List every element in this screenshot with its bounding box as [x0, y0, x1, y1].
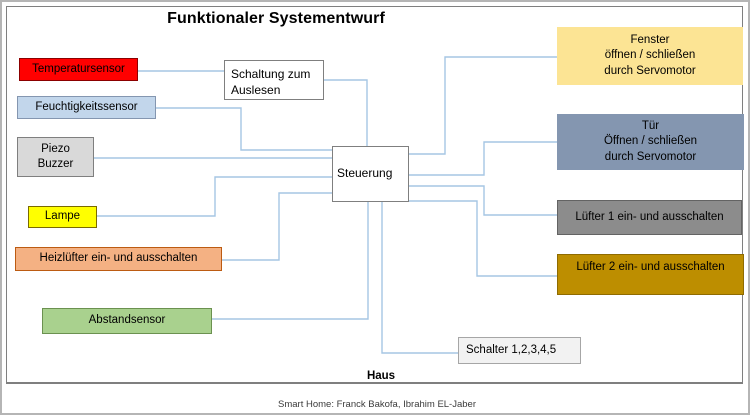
connector-steuerung-tuer [409, 141, 557, 176]
node-abstandsensor-label: Abstandsensor [88, 314, 166, 327]
node-tuer-line1: Tür [641, 119, 660, 132]
node-heizluefter-label: Heizlüfter ein- und ausschalten [39, 252, 198, 265]
node-feuchtigkeitssensor: Feuchtigkeitssensor [17, 96, 156, 119]
node-steuerung-label: Steuerung [337, 166, 393, 181]
node-schalter: Schalter 1,2,3,4,5 [458, 337, 581, 364]
haus-frame [6, 6, 743, 384]
haus-label: Haus [366, 370, 396, 382]
node-abstandsensor: Abstandsensor [42, 308, 212, 334]
node-schaltung-zum-auslesen: Schaltung zum Auslesen [224, 60, 324, 100]
node-fenster-line3: durch Servomotor [604, 64, 696, 77]
node-piezo-buzzer-line1: Piezo [41, 142, 70, 155]
connector-schaltung-steuerung [324, 79, 368, 146]
node-luefter1: Lüfter 1 ein- und ausschalten [557, 200, 742, 235]
node-tuer-line3: durch Servomotor [604, 150, 697, 163]
node-lampe: Lampe [28, 206, 97, 228]
node-schaltung-line2: Auslesen [231, 82, 281, 97]
node-tuer-line2: Öffnen / schließen [603, 135, 698, 148]
connector-steuerung-luefter2 [409, 200, 557, 277]
node-schalter-label: Schalter 1,2,3,4,5 [466, 343, 557, 356]
node-lampe-label: Lampe [44, 210, 81, 223]
node-temperatursensor: Temperatursensor [19, 58, 138, 81]
node-luefter1-label: Lüfter 1 ein- und ausschalten [575, 210, 724, 223]
node-steuerung: Steuerung [332, 146, 409, 202]
node-fenster: Fenster öffnen / schließen durch Servomo… [557, 27, 743, 85]
node-schaltung-line1: Schaltung zum [231, 66, 311, 81]
connector-steuerung-luefter1 [409, 185, 557, 216]
caption-authors: Smart Home: Franck Bakofa, Ibrahim EL-Ja… [278, 399, 476, 410]
connector-lampe-steuerung [97, 176, 332, 217]
connector-abstandsensor-steuerung [212, 202, 369, 320]
node-piezo-buzzer: Piezo Buzzer [17, 137, 94, 177]
node-fenster-line1: Fenster [630, 33, 670, 46]
node-fenster-line2: öffnen / schließen [604, 49, 696, 62]
node-piezo-buzzer-line2: Buzzer [37, 158, 74, 170]
node-temperatursensor-label: Temperatursensor [32, 62, 125, 75]
node-heizluefter: Heizlüfter ein- und ausschalten [15, 247, 222, 271]
node-feuchtigkeitssensor-label: Feuchtigkeitssensor [35, 100, 138, 113]
connector-steuerung-schalter [381, 202, 458, 354]
node-luefter2-label: Lüfter 2 ein- und ausschalten [576, 261, 725, 273]
connector-feuchtigkeitssensor-steuerung [156, 107, 332, 151]
connector-heizluefter-steuerung [222, 192, 332, 261]
connector-steuerung-fenster [409, 56, 557, 155]
node-luefter2: Lüfter 2 ein- und ausschalten [557, 254, 744, 295]
diagram-title: Funktionaler Systementwurf [167, 10, 385, 27]
node-tuer: Tür Öffnen / schließen durch Servomotor [557, 114, 744, 170]
